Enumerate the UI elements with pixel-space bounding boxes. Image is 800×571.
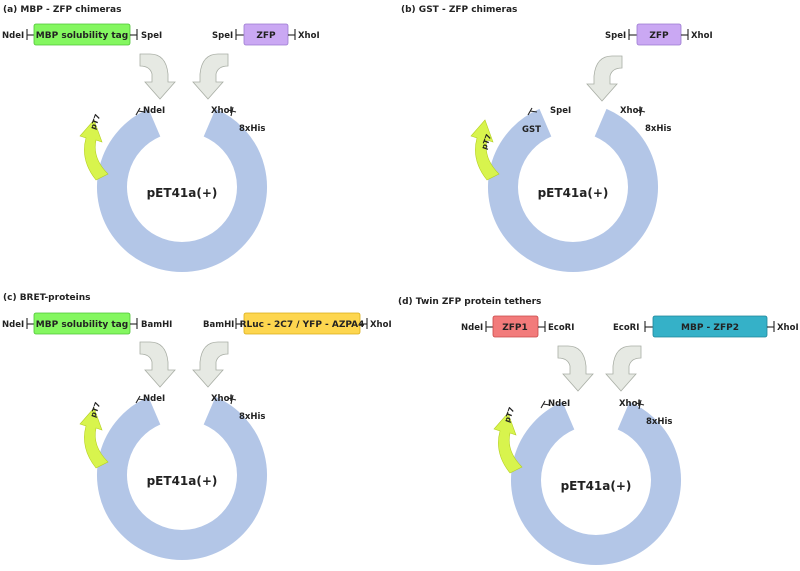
panel-a-box2-label: ZFP — [256, 31, 276, 41]
panel-d-his-tag: 8xHis — [646, 417, 672, 427]
panel-d-site-right: XhoI — [619, 399, 641, 409]
panel-a-site-left: NdeI — [143, 106, 165, 116]
panel-a-box1-label: MBP solubility tag — [36, 31, 128, 41]
panel-b-box-label: ZFP — [649, 31, 669, 41]
panel-b-gst-label: GST — [522, 125, 541, 135]
panel-c-insert-arrow-right — [192, 341, 229, 388]
panel-c-box1-label: MBP solubility tag — [36, 320, 128, 330]
panel-d-box2-right-site: XhoI — [777, 323, 799, 333]
panel-d-box1-left-site: NdeI — [461, 323, 483, 333]
panel-c-his-tag: 8xHis — [239, 412, 265, 422]
panel-b-box-left-site: SpeI — [605, 31, 626, 41]
panel-b-box-right-site: XhoI — [691, 31, 713, 41]
panel-b-site-left: SpeI — [550, 106, 571, 116]
panel-d-box2-label: MBP - ZFP2 — [681, 323, 739, 333]
panel-b-site-right: XhoI — [620, 106, 642, 116]
panel-b-his-tag: 8xHis — [645, 124, 671, 134]
panel-b: (b) GST - ZFP chimeras SpeI ZFP XhoI pT7… — [401, 5, 713, 257]
panel-a-promoter-label: pT7 — [88, 113, 102, 131]
panel-c-box2-right-site: XhoI — [370, 320, 392, 330]
panel-a-box1-right-site: SpeI — [141, 31, 162, 41]
panel-c-plasmid-name: pET41a(+) — [147, 474, 218, 488]
panel-d-insert-arrow-right — [605, 345, 642, 392]
panel-d-site-left: NdeI — [548, 399, 570, 409]
panel-c-insert-arrow-left — [139, 341, 176, 388]
panel-a-title: (a) MBP - ZFP chimeras — [3, 5, 121, 15]
panel-c-title: (c) BRET-proteins — [3, 293, 91, 303]
panel-c-site-right: XhoI — [211, 394, 233, 404]
panel-c: (c) BRET-proteins NdeI MBP solubility ta… — [2, 293, 392, 545]
panel-a-plasmid-name: pET41a(+) — [147, 186, 218, 200]
panel-a-box2-left-site: SpeI — [212, 31, 233, 41]
panel-a-his-tag: 8xHis — [239, 124, 265, 134]
panel-d-insert-arrow-left — [557, 345, 594, 392]
panel-a-insert-arrow-right — [192, 53, 229, 100]
panel-c-box2-left-site: BamHI — [203, 320, 234, 330]
panel-b-title: (b) GST - ZFP chimeras — [401, 5, 517, 15]
panel-a-box2-right-site: XhoI — [298, 31, 320, 41]
panel-a: (a) MBP - ZFP chimeras NdeI MBP solubili… — [2, 5, 320, 257]
panel-a-box1-left-site: NdeI — [2, 31, 24, 41]
panel-c-site-left: NdeI — [143, 394, 165, 404]
panel-c-box1-right-site: BamHI — [141, 320, 172, 330]
panel-c-promoter-label: pT7 — [88, 401, 102, 419]
panel-d-plasmid-name: pET41a(+) — [561, 479, 632, 493]
panel-a-site-right: XhoI — [211, 106, 233, 116]
panel-c-box1-left-site: NdeI — [2, 320, 24, 330]
panel-d-box1-label: ZFP1 — [502, 323, 528, 333]
panel-a-insert-arrow-left — [139, 53, 176, 100]
panel-c-box2-label: RLuc - 2C7 / YFP - AZPA4 — [240, 320, 365, 330]
panel-d-promoter-label: pT7 — [502, 406, 516, 424]
panel-b-insert-arrow — [586, 55, 623, 102]
panel-d-box1-right-site: EcoRI — [548, 323, 574, 333]
panel-d: (d) Twin ZFP protein tethers NdeI ZFP1 E… — [398, 297, 799, 550]
panel-d-title: (d) Twin ZFP protein tethers — [398, 297, 541, 307]
panel-b-plasmid-name: pET41a(+) — [538, 186, 609, 200]
panel-d-box2-left-site: EcoRI — [613, 323, 639, 333]
